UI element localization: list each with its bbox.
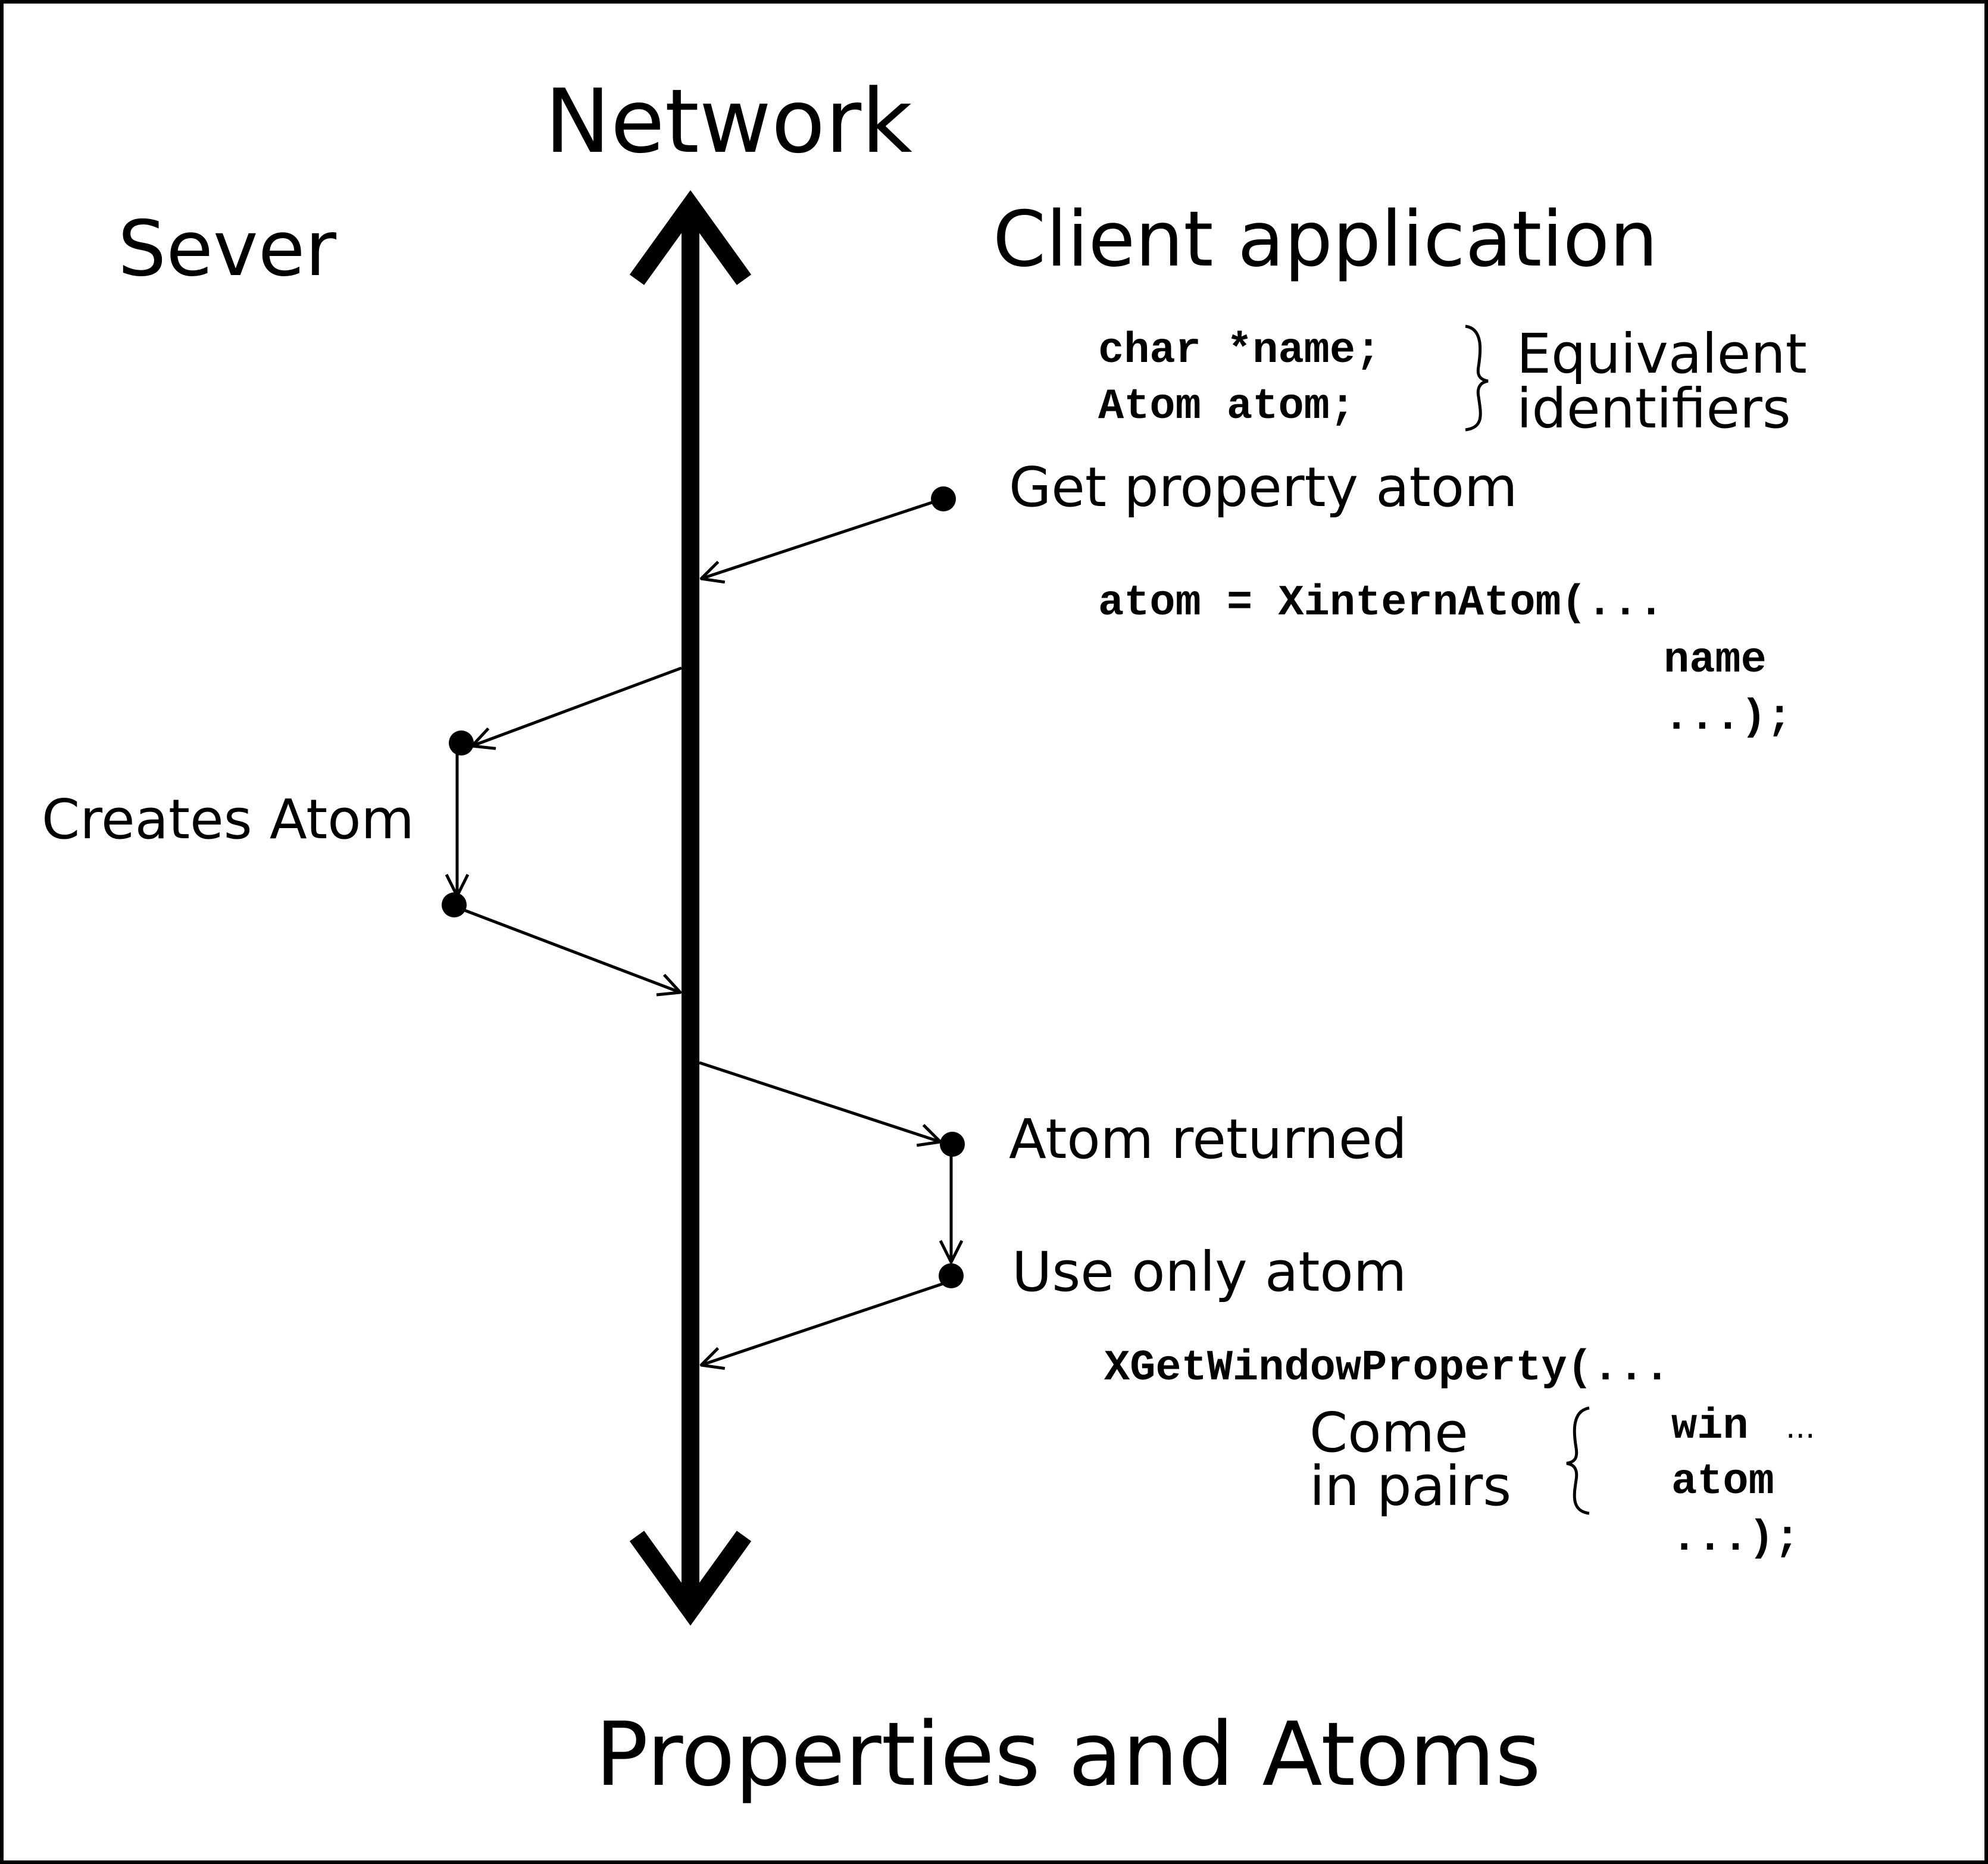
property-call-arg-win: win [1671, 1402, 1749, 1451]
intern-call-line1: atom = XinternAtom(... [1098, 579, 1664, 627]
event-dot-use-atom [939, 1263, 964, 1288]
event-dot-server-receive [449, 730, 474, 755]
use-only-atom-label: Use only atom [1012, 1240, 1406, 1304]
intern-call-line3: ...); [1664, 693, 1792, 742]
declaration-atom: Atom atom; [1098, 382, 1355, 431]
arrow-network-to-client [699, 1061, 940, 1142]
equivalent-note-line2: identifiers [1517, 377, 1791, 441]
get-property-atom-label: Get property atom [1009, 455, 1518, 519]
client-heading: Client application [993, 195, 1658, 284]
creates-atom-label: Creates Atom [42, 788, 414, 851]
network-arrowhead-top [629, 190, 752, 285]
network-timeline [629, 190, 752, 1626]
network-arrowhead-bottom [629, 1531, 752, 1626]
server-heading: Sever [118, 205, 337, 294]
equivalent-note-line1: Equivalent [1517, 322, 1807, 386]
declaration-name: char *name; [1098, 326, 1381, 375]
event-dot-server-reply [442, 892, 467, 917]
right-brace-icon [1465, 324, 1489, 432]
network-heading: Network [545, 70, 912, 173]
event-dot-get-property [931, 486, 956, 511]
arrow-use-to-network [701, 1281, 946, 1365]
property-call-line1: XGetWindowProperty(... [1104, 1344, 1670, 1392]
arrow-server-to-network [458, 906, 680, 992]
come-in-pairs-line2: in pairs [1309, 1454, 1511, 1518]
property-call-arg-atom: atom [1671, 1457, 1774, 1506]
property-call-close: ...); [1671, 1514, 1800, 1563]
diagram-caption: Properties and Atoms [595, 1703, 1541, 1806]
come-in-pairs-line1: Come [1309, 1401, 1468, 1465]
property-call-arg-win-ellipsis: ... [1786, 1410, 1815, 1445]
arrow-network-to-server [472, 666, 682, 746]
event-dot-atom-returned [940, 1132, 965, 1157]
intern-call-line2: name [1664, 636, 1767, 685]
atom-returned-label: Atom returned [1009, 1107, 1407, 1171]
arrow-request-to-network [701, 498, 940, 579]
left-brace-icon [1566, 1406, 1590, 1515]
